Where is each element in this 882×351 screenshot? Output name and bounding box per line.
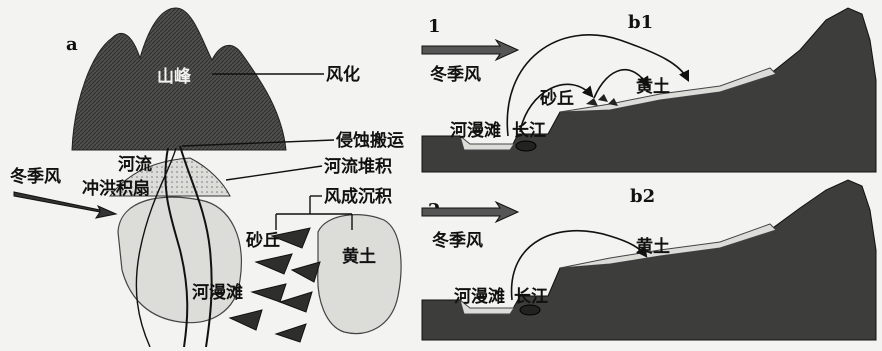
floodplain-label: 河漫滩 [192, 282, 243, 303]
dune-label-b1: 砂丘 [540, 88, 574, 109]
river-oval-b1 [515, 140, 537, 152]
river-label: 河流 [118, 154, 152, 175]
panel-b2: 2 b2 冬季风 黄土 河漫滩 长江 [421, 179, 877, 341]
winter-wind-arrow-b1 [421, 38, 520, 62]
loess-label-b1: 黄土 [636, 76, 670, 97]
mountain-peaks [71, 7, 287, 151]
dune-label: 砂丘 [246, 230, 280, 251]
river-line-2 [179, 145, 213, 348]
river-label-b2: 长江 [514, 286, 548, 307]
floodplain-label-b1: 河漫滩 [450, 120, 501, 141]
transport-arc-b1-3 [593, 68, 650, 99]
alluvial-fan-label: 冲洪积扇 [82, 178, 150, 199]
river-oval-b2 [519, 304, 541, 316]
panel-b1-label: b1 [628, 12, 653, 33]
transport-arc-b2 [510, 229, 648, 301]
dune-triangles [228, 227, 321, 343]
aeolian-deposition-label: 风成沉积 [324, 186, 392, 207]
peak-label: 山峰 [157, 66, 192, 87]
dune-bits-b1 [586, 94, 618, 106]
loess-layer-b2 [559, 223, 777, 269]
alluvial-fan [108, 157, 231, 197]
transport-arc-b1-2 [519, 83, 594, 133]
panel-b1: 1 b1 冬季风 砂丘 黄土 河漫滩 长江 [421, 7, 877, 173]
loess-label: 黄土 [342, 246, 376, 267]
panel-b1-number: 1 [428, 16, 441, 37]
winter-wind-label-b1: 冬季风 [430, 64, 481, 85]
floodplain-area [117, 196, 242, 324]
floodplain-layer-b1 [459, 134, 515, 151]
panel-a: a 山峰 黄土 砂丘 冬季风 河流 冲洪积扇 河漫 [10, 7, 404, 348]
floodplain-layer-b2 [459, 298, 515, 315]
winter-wind-label-a: 冬季风 [10, 166, 61, 187]
loess-label-b2: 黄土 [636, 236, 670, 257]
floodplain-label-b2: 河漫滩 [454, 286, 505, 307]
winter-wind-arrow-a [13, 191, 118, 219]
leader-erosion [181, 139, 335, 147]
loess-layer-b1 [559, 67, 777, 113]
panel-b2-label: b2 [630, 186, 655, 207]
erosion-transport-label: 侵蚀搬运 [335, 130, 404, 151]
transport-arc-b1-1 [506, 34, 690, 137]
river-line-1 [164, 147, 189, 348]
leader-deposition [225, 165, 323, 181]
panel-a-label: a [66, 34, 78, 55]
winter-wind-label-b2: 冬季风 [432, 230, 483, 251]
winter-wind-arrow-b2 [421, 200, 520, 224]
river-line-3 [135, 147, 177, 348]
weathering-label: 风化 [326, 64, 360, 85]
river-deposition-label: 河流堆积 [324, 156, 392, 177]
loess-area [317, 214, 402, 335]
river-label-b1: 长江 [512, 120, 546, 141]
